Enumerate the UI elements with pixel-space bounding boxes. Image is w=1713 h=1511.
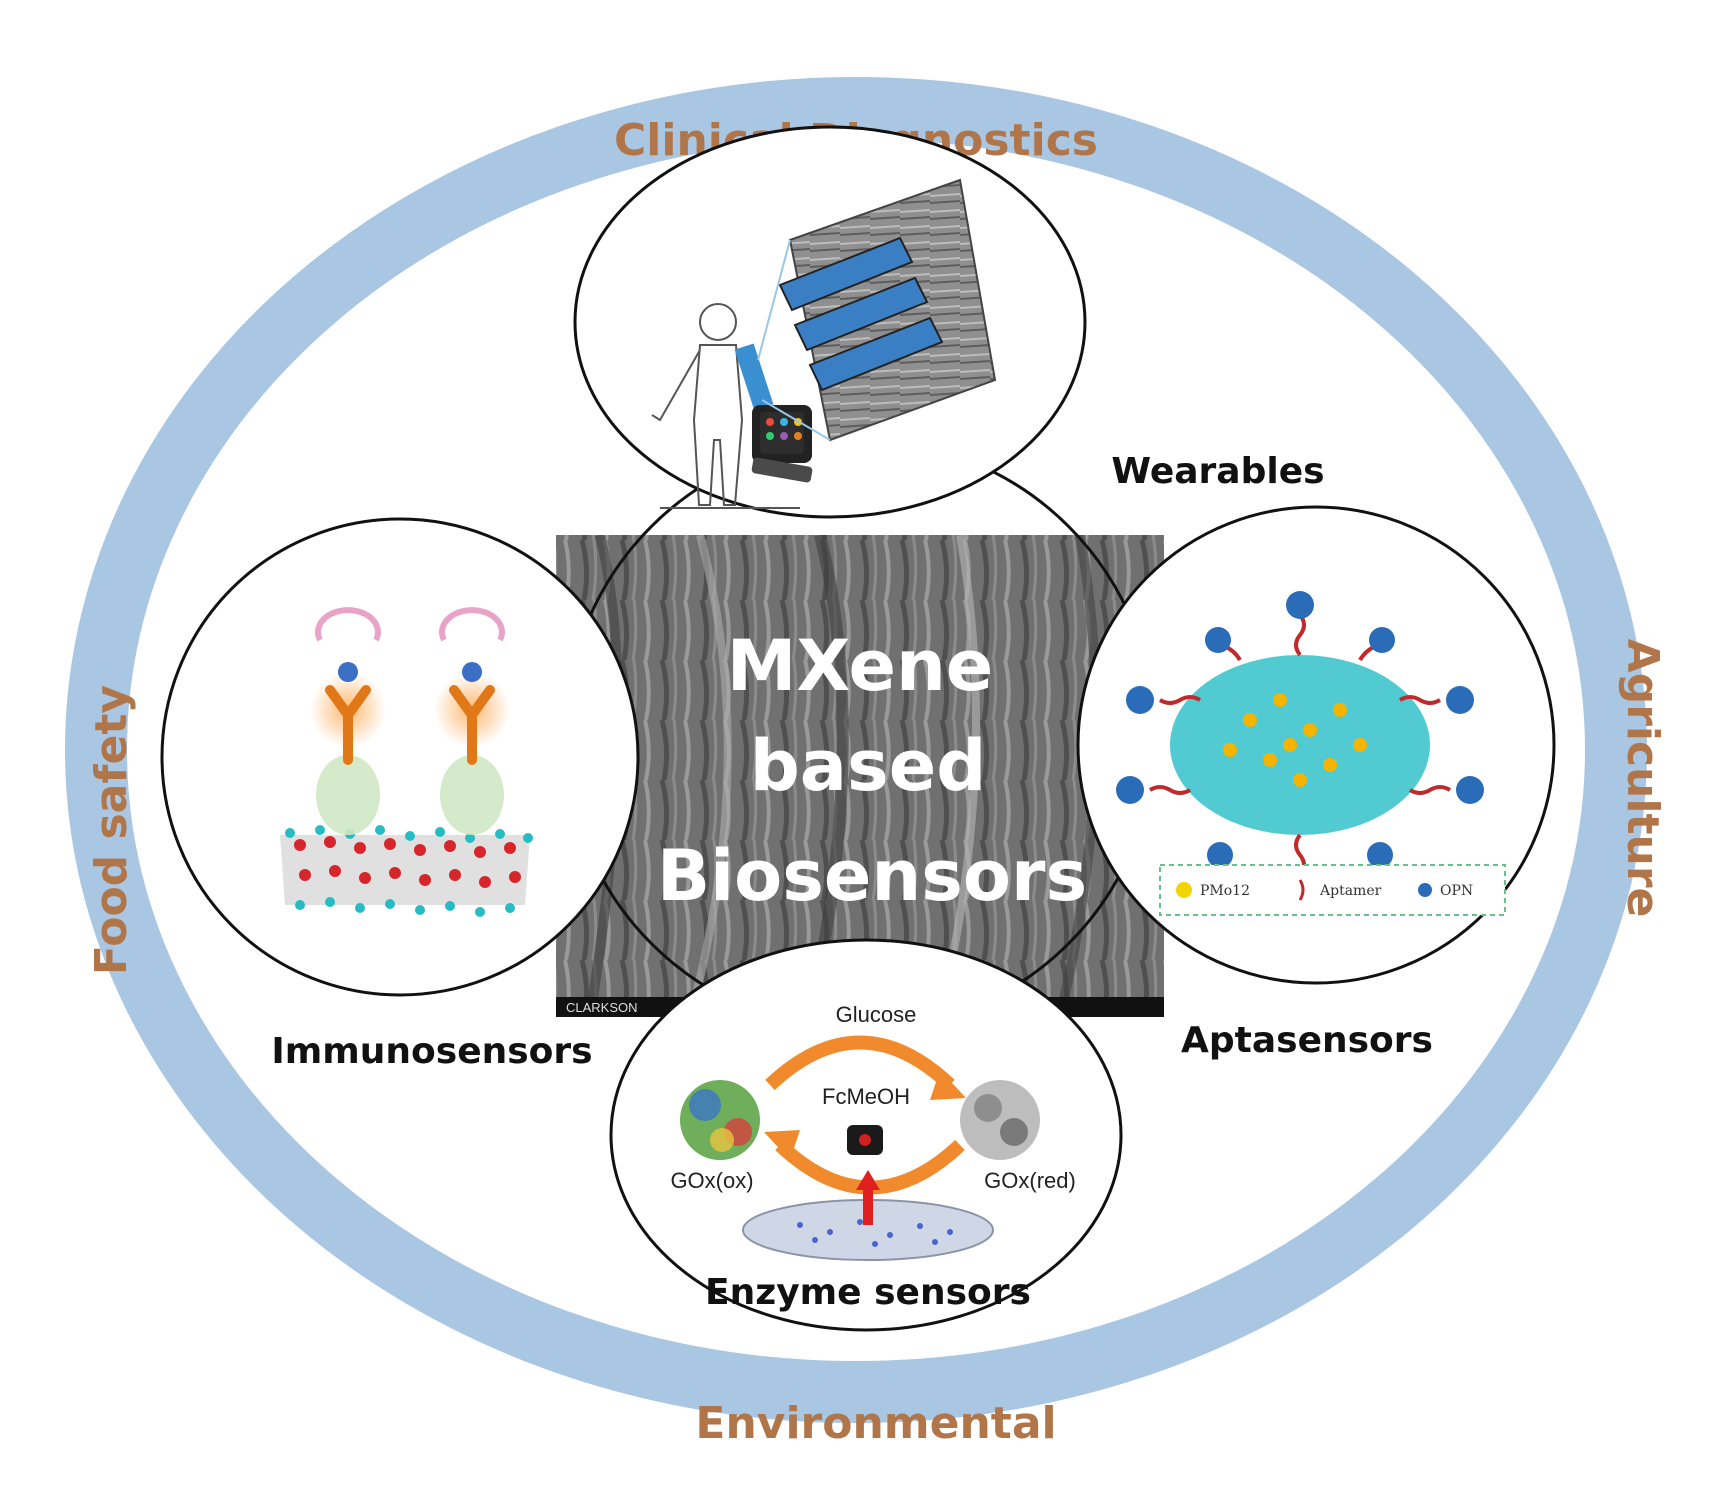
outer-ring <box>65 77 1647 1423</box>
wristband-sensor-icon <box>734 343 774 411</box>
sem-watermark: CLARKSON <box>566 1000 638 1015</box>
legend-aptamer: Aptamer <box>1319 883 1382 899</box>
center-title-line1: MXene <box>727 625 994 707</box>
immunosensors-panel <box>160 517 640 997</box>
gox-ox-label: GOx(ox) <box>670 1168 753 1193</box>
ring-label-right: Agriculture <box>1617 639 1668 918</box>
wearables-panel <box>573 125 1087 519</box>
smartwatch-icon <box>751 405 813 483</box>
nanoparticle-aptamer-icon <box>1116 591 1484 899</box>
enzyme-sensors-panel: Glucose FcMeOH GOx(ox) GOx(red) <box>609 938 1123 1332</box>
gox-oxidized-icon <box>680 1080 760 1160</box>
mediator-molecule-icon <box>847 1125 883 1155</box>
immunosensors-label: Immunosensors <box>271 1031 592 1072</box>
glucose-label: Glucose <box>836 1002 917 1027</box>
ring-label-bottom: Environmental <box>695 1398 1056 1449</box>
center-title-line2: based <box>750 725 987 807</box>
legend-opn: OPN <box>1440 883 1473 899</box>
mxene-layer-icon <box>280 825 533 917</box>
legend-pmo12: PMo12 <box>1200 883 1250 899</box>
aptasensor-legend: PMo12 Aptamer OPN <box>1159 864 1506 916</box>
ring-label-left: Food safety <box>86 685 137 975</box>
aptasensors-label: Aptasensors <box>1181 1020 1433 1061</box>
wearables-label: Wearables <box>1111 451 1324 492</box>
enzyme-sensors-label: Enzyme sensors <box>705 1272 1031 1313</box>
cycle-arrow-top <box>765 1035 955 1091</box>
antibody-icon <box>310 607 510 835</box>
aptasensors-panel: PMo12 Aptamer OPN <box>1076 505 1556 985</box>
gox-reduced-icon <box>960 1080 1040 1160</box>
wearable-electrode-image <box>757 178 997 442</box>
gox-red-label: GOx(red) <box>984 1168 1076 1193</box>
center-title-line3: Biosensors <box>657 835 1087 917</box>
electron-transfer-arrow <box>863 1185 873 1225</box>
mediator-label: FcMeOH <box>822 1084 910 1109</box>
